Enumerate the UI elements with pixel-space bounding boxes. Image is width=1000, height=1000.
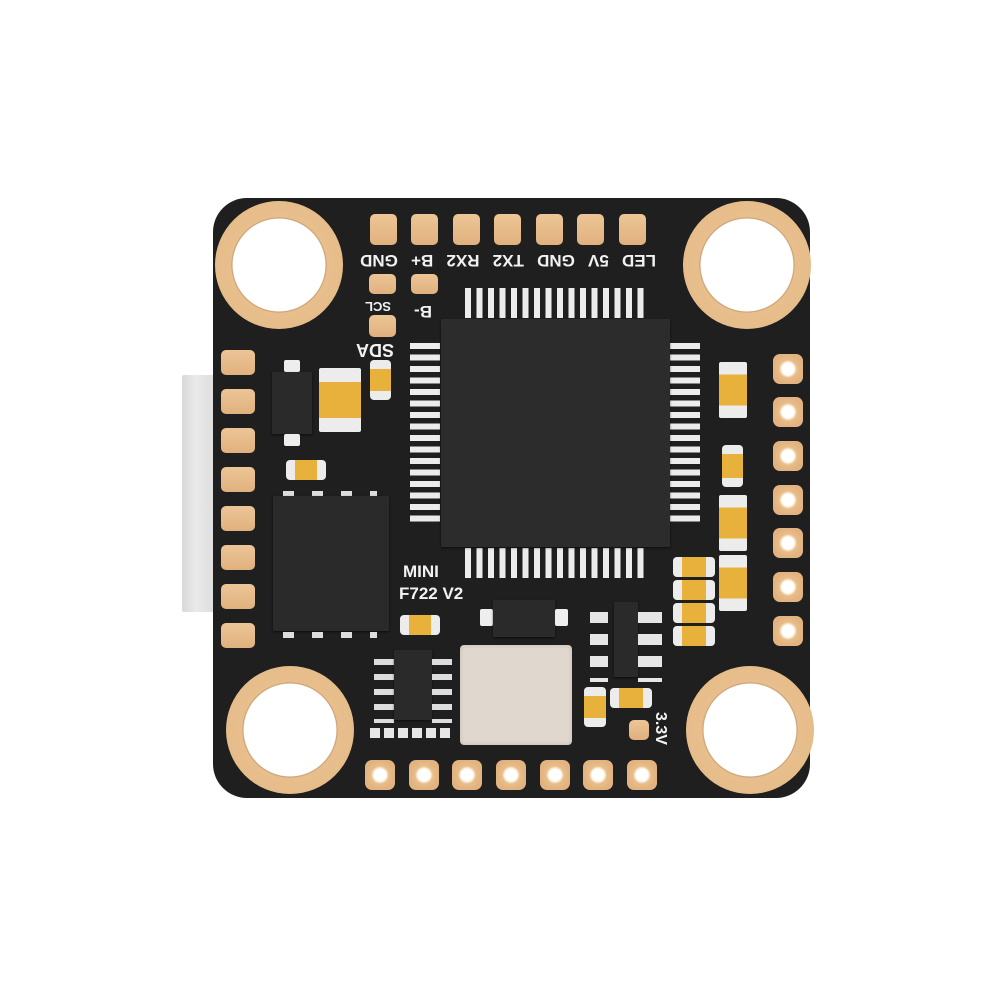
right-pad-6 [773, 572, 803, 602]
right-pad-5 [773, 528, 803, 558]
left-pad-3 [221, 428, 255, 453]
right-pad-2 [773, 397, 803, 427]
top-header-labels: LED 5V GND TX2 RX2 B+ GND [360, 251, 656, 270]
capacitor [673, 626, 715, 646]
mcu-chip [441, 319, 670, 547]
mcu-pins-bottom [465, 548, 647, 578]
bottom-pad-3 [452, 760, 482, 790]
right-pad-4 [773, 485, 803, 515]
mounting-hole-top-right [683, 201, 811, 329]
label-tx2: TX2 [492, 251, 524, 270]
bottom-pad-1 [365, 760, 395, 790]
ic-pins-left [374, 659, 394, 723]
capacitor [719, 495, 747, 551]
bottom-pad-7 [627, 760, 657, 790]
pad-scl [369, 274, 396, 294]
right-pad-3 [773, 441, 803, 471]
usb-connector [182, 375, 216, 612]
capacitor [286, 460, 326, 480]
right-pad-7 [773, 616, 803, 646]
reg-pins-right [638, 612, 662, 682]
pad-led [619, 214, 646, 245]
large-capacitor [319, 368, 361, 432]
right-pad-1 [773, 354, 803, 384]
capacitor [400, 615, 440, 635]
pad-rx2 [453, 214, 480, 245]
pad-gnd-top [370, 214, 397, 245]
diode [493, 600, 555, 637]
capacitor [719, 362, 747, 418]
sot-component [272, 372, 312, 434]
mounting-hole-top-left [215, 201, 343, 329]
capacitor [719, 555, 747, 611]
label-5v: 5V [588, 251, 609, 270]
pad-5v [577, 214, 604, 245]
left-pad-5 [221, 506, 255, 531]
pad-sda [369, 315, 396, 337]
flash-pins-bottom [283, 632, 377, 638]
capacitor [673, 603, 715, 623]
flash-pins-top [283, 491, 377, 497]
pad-gnd [536, 214, 563, 245]
label-rx2: RX2 [446, 251, 480, 270]
pad-3v3 [629, 720, 649, 740]
flash-chip [273, 496, 389, 631]
component-pad [480, 609, 493, 626]
bottom-pad-4 [496, 760, 526, 790]
label-sda: SDA [356, 340, 395, 360]
component-pad [284, 360, 300, 372]
capacitor [673, 580, 715, 600]
board-name-line1: MINI [403, 562, 439, 581]
left-pad-1 [221, 350, 255, 375]
small-pads-row [370, 728, 452, 738]
label-scl: SCL [365, 299, 391, 314]
small-ic [394, 650, 432, 720]
capacitor [610, 688, 652, 708]
reg-pins-left [590, 612, 608, 682]
mcu-pins-right [670, 343, 700, 525]
label-3v3: 3.3V [652, 712, 669, 745]
label-gnd-2: GND [360, 251, 398, 270]
left-pad-7 [221, 584, 255, 609]
pad-tx2 [494, 214, 521, 245]
label-b-minus: B- [414, 302, 432, 321]
inductor [460, 645, 572, 745]
mcu-pins-top [465, 288, 647, 318]
component-pad [284, 434, 300, 446]
pad-b-minus [411, 274, 438, 294]
board-name-line2: F722 V2 [399, 584, 464, 603]
capacitor [673, 557, 715, 577]
capacitor [370, 360, 391, 400]
left-pad-2 [221, 389, 255, 414]
ic-pins-right [432, 659, 452, 723]
capacitor [584, 687, 606, 727]
left-pad-4 [221, 467, 255, 492]
bottom-pad-5 [540, 760, 570, 790]
left-pad-8 [221, 623, 255, 648]
label-gnd: GND [537, 251, 575, 270]
capacitor [722, 445, 743, 487]
mcu-pins-left [410, 343, 440, 525]
label-led: LED [622, 251, 656, 270]
label-b-plus: B+ [411, 251, 434, 270]
bottom-pad-2 [409, 760, 439, 790]
pad-b-plus [411, 214, 438, 245]
left-pad-6 [221, 545, 255, 570]
component-pad [555, 609, 568, 626]
mounting-hole-bottom-right [686, 666, 814, 794]
bottom-pad-6 [583, 760, 613, 790]
mounting-hole-bottom-left [226, 666, 354, 794]
regulator [614, 602, 638, 677]
